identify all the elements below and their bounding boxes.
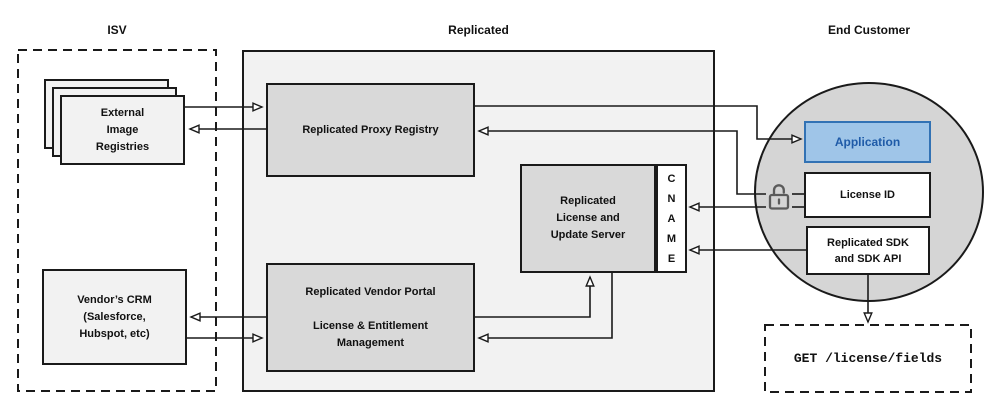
cname-strip: C N A M E bbox=[656, 164, 687, 273]
end-customer-section-label: End Customer bbox=[827, 23, 910, 37]
external-image-registries-node: External Image Registries bbox=[60, 95, 185, 165]
replicated-license-update-server-node: Replicated License and Update Server bbox=[520, 164, 656, 273]
arrow-license-server-to-portal bbox=[477, 273, 613, 343]
arrow-license-to-proxy bbox=[477, 126, 766, 195]
isv-section-dashed-box bbox=[17, 49, 217, 392]
isv-section-label: ISV bbox=[107, 23, 127, 37]
get-endpoint-label: GET /license/fields bbox=[793, 351, 943, 366]
get-endpoint-dashed-box bbox=[764, 324, 972, 393]
replicated-vendor-portal-node: Replicated Vendor Portal License & Entit… bbox=[266, 263, 475, 372]
arrow-proxy-to-application bbox=[475, 105, 803, 144]
replicated-section-label: Replicated bbox=[448, 23, 509, 37]
replicated-sdk-node: Replicated SDK and SDK API bbox=[806, 226, 930, 275]
replicated-proxy-registry-node: Replicated Proxy Registry bbox=[266, 83, 475, 177]
vendors-crm-node: Vendor’s CRM (Salesforce, Hubspot, etc) bbox=[42, 269, 187, 365]
unlock-icon bbox=[768, 184, 790, 210]
application-node: Application bbox=[804, 121, 931, 163]
arrow-portal-to-license-server bbox=[475, 275, 595, 318]
license-id-node: License ID bbox=[804, 172, 931, 218]
